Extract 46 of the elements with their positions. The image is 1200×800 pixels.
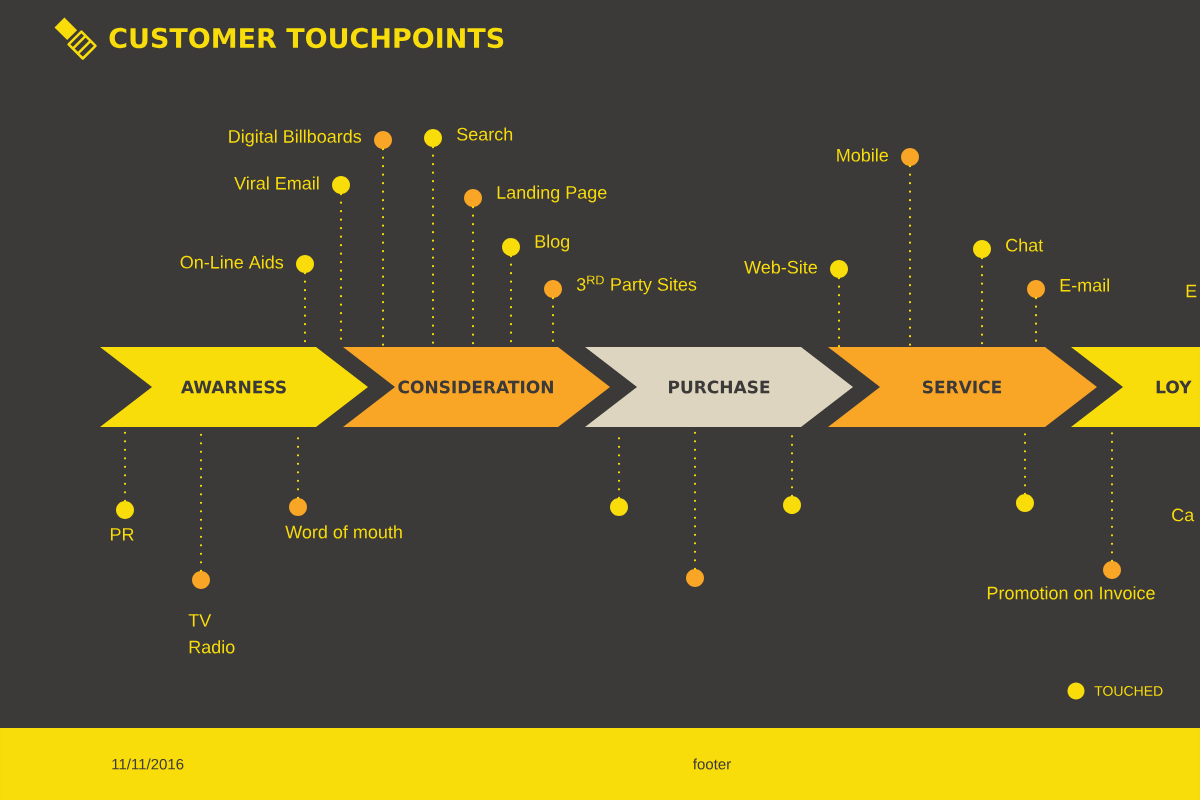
touchpoint-dot: [296, 255, 314, 273]
touchpoint-label: Landing Page: [497, 185, 607, 203]
touchpoint-label: Search: [457, 127, 513, 141]
touchpoint-dot: [1027, 280, 1045, 298]
touchpoint-label: Chat: [1006, 238, 1044, 252]
touchpoint-label: Digital Billboards: [229, 129, 362, 147]
touchpoint-dot: [192, 571, 210, 589]
stage-banner: SERVICE: [828, 347, 1097, 427]
stage-banner: LOY: [1071, 347, 1200, 427]
touchpoint-dot: [289, 498, 307, 516]
touchpoint-label: Blog: [535, 234, 570, 252]
legend-label: TOUCHED: [1094, 686, 1163, 696]
touchpoint-label: TV: [188, 614, 212, 627]
touchpoint-dot: [783, 496, 801, 514]
title: CUSTOMER TOUCHPOINTS: [109, 27, 504, 49]
stage-banner: CONSIDERATION: [343, 347, 610, 427]
touchpoint-label: PR: [111, 528, 134, 541]
touchpoint-dot: [502, 238, 520, 256]
footer-text: footer: [693, 758, 731, 770]
stage-banner: AWARNESS: [100, 347, 368, 427]
touchpoint-dot: [610, 498, 628, 516]
touchpoint-dot: [116, 501, 134, 519]
touchpoint-label: Web-Site: [744, 260, 817, 274]
touchpoint-label: Viral Email: [234, 176, 319, 190]
touchpoint-label: E-mail: [1060, 278, 1109, 292]
text-fragment: Ca: [1172, 508, 1195, 522]
stage-banner: PURCHASE: [585, 347, 853, 427]
touchpoint-label: Mobile: [837, 148, 888, 162]
touchpoint-dot: [332, 176, 350, 194]
touchpoint-dot: [544, 280, 562, 298]
touchpoint-label: 3$^{RD}$ Party Sites: [576, 275, 697, 295]
touchpoint-label: On-Line Aids: [180, 255, 284, 269]
touchpoint-label: Word of mouth: [285, 525, 402, 539]
touchpoint-dot: [830, 260, 848, 278]
touchpoint-label: Promotion on Invoice: [987, 586, 1155, 600]
touchpoint-dot: [1103, 561, 1121, 579]
footer-date: 11/11/2016: [112, 758, 184, 770]
touchpoint-dot: [973, 240, 991, 258]
touchpoint-dot: [901, 148, 919, 166]
touchpoint-dot: [374, 131, 392, 149]
touchpoint-dot: [464, 189, 482, 207]
touchpoint-label: Radio: [189, 640, 235, 654]
touchpoint-dot: [1016, 494, 1034, 512]
touchpoint-dot: [424, 129, 442, 147]
touchpoint-dot: [686, 569, 704, 587]
text-fragment: E: [1186, 284, 1197, 298]
